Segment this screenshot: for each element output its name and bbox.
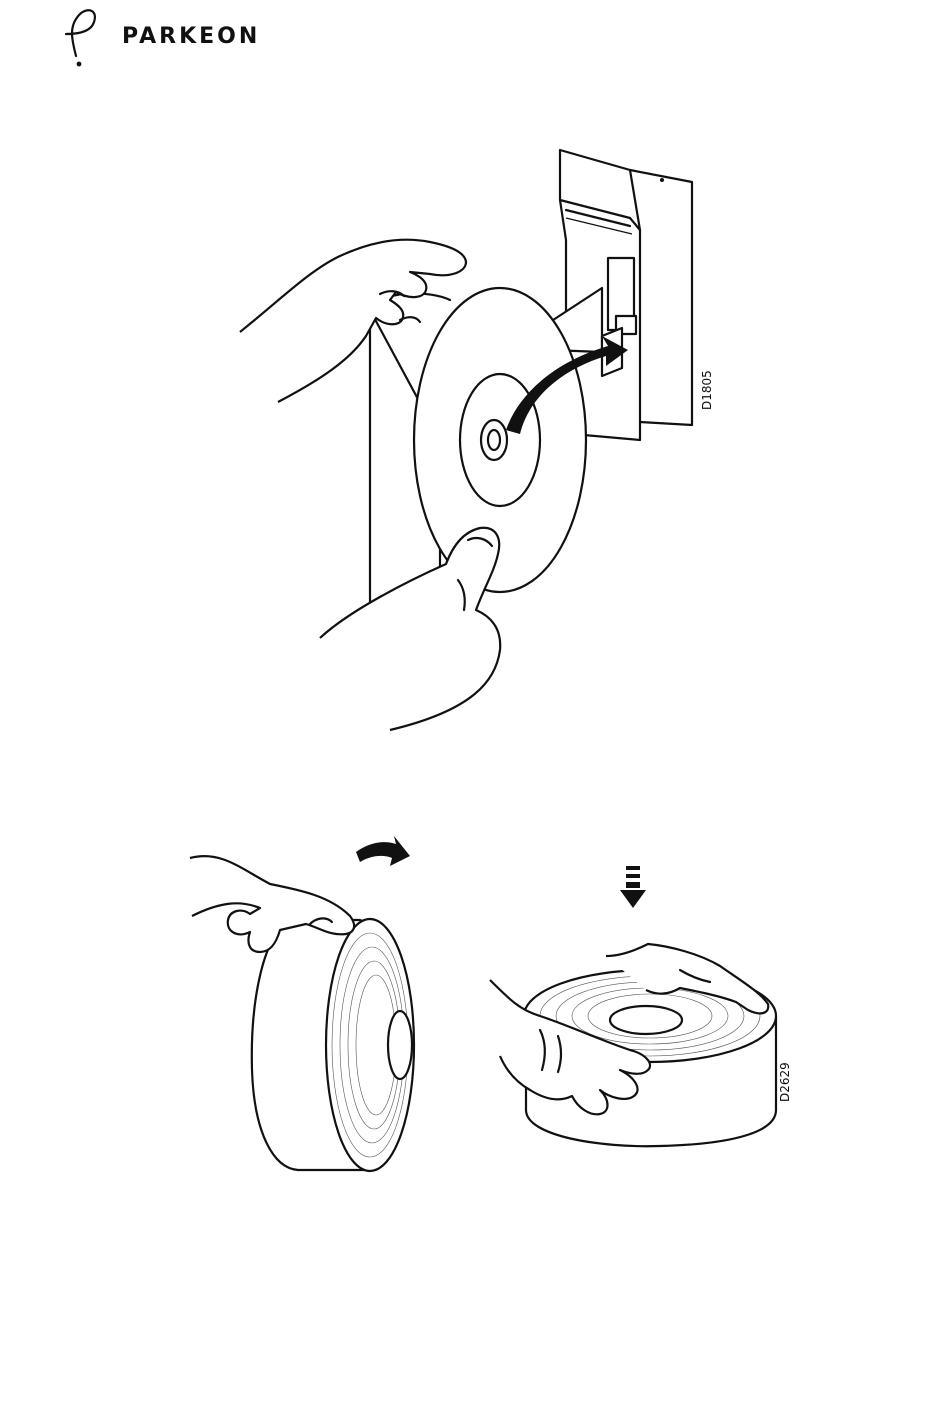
figure-insert-roll xyxy=(230,140,730,740)
figure-code-d2629: D2629 xyxy=(778,1062,792,1102)
down-arrow-icon xyxy=(620,866,646,908)
rotate-arrow-icon xyxy=(356,836,410,866)
header: PARKEON xyxy=(58,4,298,74)
figure-code-d1805: D1805 xyxy=(700,370,714,410)
place-roll-illustration xyxy=(180,820,800,1180)
figure-place-roll xyxy=(180,820,800,1180)
insert-roll-illustration xyxy=(230,140,730,740)
brand-name: PARKEON xyxy=(122,24,260,49)
paper-roll-icon xyxy=(252,919,414,1171)
parkeon-p-swirl-icon xyxy=(58,4,106,68)
